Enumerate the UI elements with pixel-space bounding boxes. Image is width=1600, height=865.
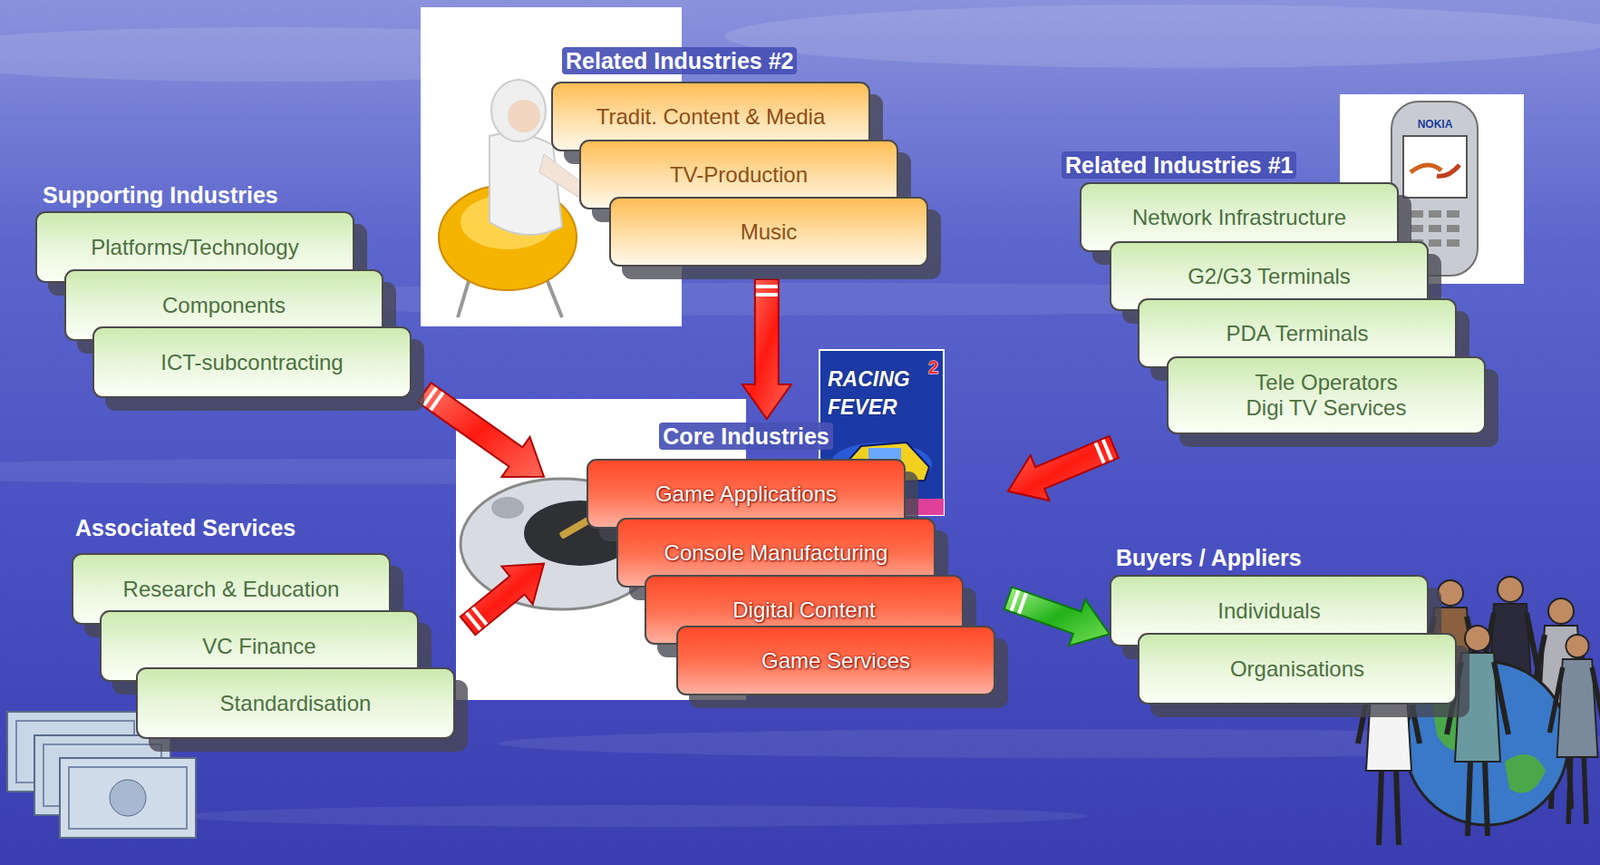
block-arrow: [460, 563, 544, 636]
arrow-stripe: [756, 284, 778, 289]
box-text: Tele Operators: [1254, 369, 1397, 396]
group-heading: Supporting Industries: [38, 181, 282, 209]
box-text: TV-Production: [669, 162, 808, 188]
block-arrow: [1008, 436, 1119, 501]
process-box: Standardisation: [135, 667, 456, 739]
process-box: Music: [609, 196, 929, 267]
banknotes-picture-part: [109, 779, 146, 816]
phone-picture-part: [1403, 135, 1467, 198]
group-heading: Buyers / Appliers: [1112, 543, 1306, 572]
box-text: Individuals: [1217, 598, 1320, 624]
group-heading: Related Industries #1: [1061, 151, 1297, 179]
arrow-stripe: [1095, 442, 1105, 463]
arrow-stripe: [1018, 592, 1027, 614]
water-streaks: [0, 4, 1600, 827]
box-text: Components: [162, 292, 286, 319]
box-text: Standardisation: [220, 690, 372, 717]
phone-picture-part: [1446, 224, 1460, 233]
box-text: Research & Education: [123, 576, 340, 602]
box-text: ICT-subcontracting: [160, 349, 343, 376]
box-text: PDA Terminals: [1226, 320, 1369, 347]
block-arrow: [742, 279, 792, 419]
box-text: Console Manufacturing: [664, 540, 889, 566]
group-heading: Related Industries #2: [562, 47, 797, 75]
picture-label: NOKIA: [1417, 117, 1454, 131]
banknotes-picture-part: [68, 766, 187, 829]
phone-picture-part: [1446, 210, 1460, 218]
box-text: Digi TV Services: [1246, 395, 1407, 421]
phone-picture-part: [1436, 164, 1460, 176]
box-text: Music: [740, 219, 798, 245]
arrow-stripe: [473, 607, 487, 625]
group-heading: Core Industries: [659, 422, 833, 450]
box-text: Game Applications: [655, 481, 837, 507]
arrow-stripe: [1011, 590, 1019, 611]
box-text: VC Finance: [202, 633, 316, 660]
phone-picture-part: [1428, 224, 1442, 233]
node-group: Related Industries #2 Tradit. Content & M…: [551, 47, 941, 280]
banknotes-picture-part: [59, 757, 196, 838]
arrow-stripe: [756, 292, 778, 297]
node-group: Associated ServicesResearch & EducationV…: [71, 513, 468, 752]
picture-label: FEVER: [827, 395, 898, 419]
process-box: Game Services: [676, 625, 996, 696]
group-heading: Associated Services: [71, 513, 300, 542]
arrow-body: [417, 382, 545, 477]
water-streaks-part: [725, 4, 1600, 68]
arrow-body: [742, 279, 792, 419]
box-text: Tradit. Content & Media: [596, 104, 826, 130]
process-box: Tele OperatorsDigi TV Services: [1166, 356, 1486, 435]
water-streaks-part: [181, 804, 1088, 827]
arrow-body: [1004, 587, 1110, 647]
box-text: Platforms/Technology: [90, 234, 299, 261]
people-globe-picture-part: [1549, 634, 1600, 825]
arrow-body: [1008, 436, 1119, 501]
arrow-stripe: [430, 392, 444, 411]
box-text: Organisations: [1230, 656, 1365, 682]
arrow-stripe: [1103, 439, 1112, 460]
arrow-body: [460, 563, 544, 636]
phone-picture-part: [1410, 224, 1424, 233]
process-box: ICT-subcontracting: [92, 326, 412, 398]
process-box: Organisations: [1137, 632, 1457, 705]
box-text: Digital Content: [732, 597, 875, 623]
picture-label: RACING: [827, 367, 911, 391]
picture-label: 2: [928, 357, 939, 378]
block-arrow: [417, 382, 545, 477]
box-text: Game Services: [761, 648, 911, 674]
node-group: Supporting IndustriesPlatforms/Technolog…: [35, 181, 425, 411]
people-globe-picture-part: [1504, 754, 1546, 794]
node-group: Related Industries #1 Network Infrastruct…: [1061, 151, 1499, 447]
phone-picture-part: [1428, 210, 1442, 218]
phone-picture-part: [1446, 239, 1460, 247]
woman-chair-picture-part: [489, 133, 563, 235]
phone-picture-part: [1428, 239, 1442, 247]
box-text: G2/G3 Terminals: [1187, 263, 1351, 290]
node-group: Core IndustriesGame ApplicationsConsole …: [543, 418, 1009, 708]
console-picture-part: [491, 496, 524, 519]
node-group: Buyers / AppliersIndividualsOrganisation…: [1109, 543, 1470, 718]
woman-chair-picture-part: [507, 99, 541, 133]
phone-picture-part: [1410, 210, 1424, 218]
phone-picture-part: [1410, 164, 1442, 173]
block-arrow: [1004, 587, 1110, 647]
woman-chair-picture-part: [491, 79, 546, 142]
box-text: Network Infrastructure: [1132, 204, 1347, 231]
